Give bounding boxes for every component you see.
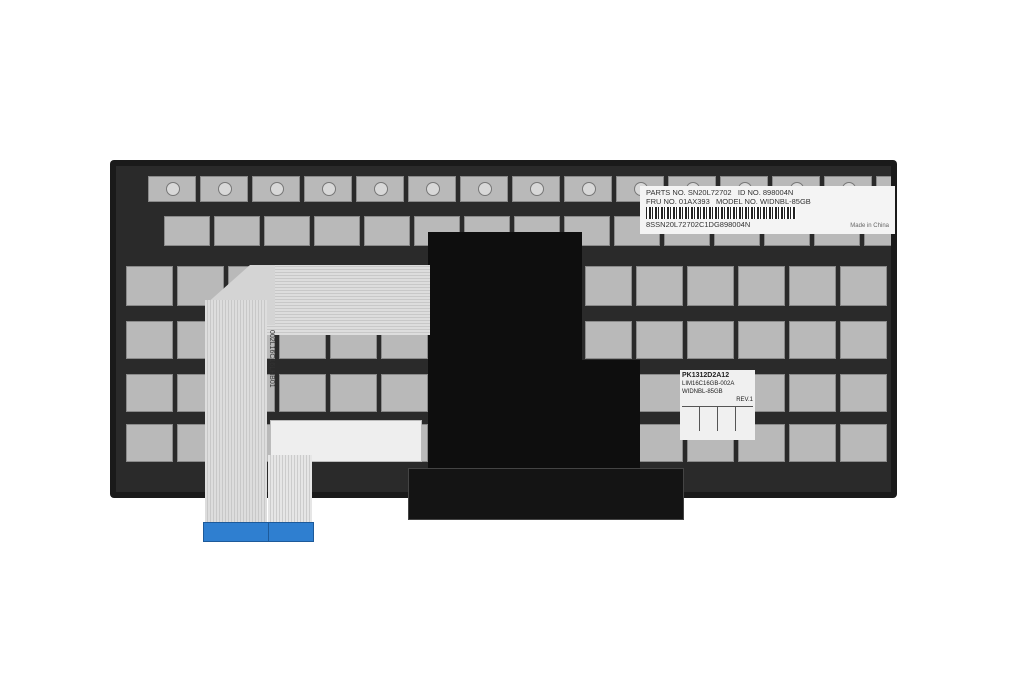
key-pad bbox=[381, 374, 428, 412]
key-dome bbox=[374, 182, 388, 196]
board-line1: LIM16C16GB-002A bbox=[682, 381, 735, 387]
key-pad bbox=[314, 216, 360, 246]
key-dome bbox=[530, 182, 544, 196]
key-pad bbox=[126, 424, 173, 462]
key-pad bbox=[330, 374, 377, 412]
key-dome bbox=[218, 182, 232, 196]
key-pad bbox=[252, 176, 300, 202]
key-dome bbox=[322, 182, 336, 196]
pk-number: PK1312D2A12 bbox=[682, 372, 730, 379]
key-pad bbox=[585, 266, 632, 306]
key-dome bbox=[166, 182, 180, 196]
key-pad bbox=[126, 266, 173, 306]
key-pad bbox=[364, 216, 410, 246]
key-pad bbox=[636, 321, 683, 359]
board-line2: WIDNBL-85GB bbox=[682, 389, 723, 395]
serial: 8SSN20L72702C1DG898004N bbox=[646, 220, 751, 229]
key-pad bbox=[840, 321, 887, 359]
key-pad bbox=[840, 374, 887, 412]
key-pad bbox=[126, 374, 173, 412]
key-pad bbox=[264, 216, 310, 246]
key-pad bbox=[636, 266, 683, 306]
barcode bbox=[646, 207, 796, 219]
secondary-flex-cable bbox=[270, 420, 422, 462]
key-pad bbox=[636, 374, 683, 412]
key-pad bbox=[126, 321, 173, 359]
fru-no: FRU NO. 01AX393 bbox=[646, 197, 710, 206]
origin: Made in China bbox=[850, 223, 889, 229]
key-pad bbox=[148, 176, 196, 202]
key-pad bbox=[585, 321, 632, 359]
connector-tab-1 bbox=[203, 522, 269, 542]
revision: REV.1 bbox=[736, 397, 753, 403]
connector-tab-2 bbox=[268, 522, 314, 542]
key-pad bbox=[789, 374, 836, 412]
key-pad bbox=[164, 216, 210, 246]
key-dome bbox=[478, 182, 492, 196]
model-no: MODEL NO. WIDNBL-85GB bbox=[716, 197, 811, 206]
key-pad bbox=[408, 176, 456, 202]
cable-marking: 002L16C16LHB01 bbox=[268, 330, 275, 388]
inspection-grid bbox=[682, 406, 753, 431]
key-dome bbox=[426, 182, 440, 196]
bottom-plate bbox=[408, 468, 684, 520]
key-pad bbox=[636, 424, 683, 462]
key-pad bbox=[789, 321, 836, 359]
key-pad bbox=[789, 266, 836, 306]
key-pad bbox=[279, 374, 326, 412]
key-pad bbox=[738, 266, 785, 306]
secondary-cable-tail bbox=[268, 455, 312, 525]
key-pad bbox=[214, 216, 260, 246]
trackpoint-bracket bbox=[428, 232, 582, 472]
board-label: PK1312D2A12 LIM16C16GB-002A WIDNBL-85GB … bbox=[680, 370, 755, 440]
key-pad bbox=[789, 424, 836, 462]
key-pad bbox=[738, 321, 785, 359]
ribbon-cable bbox=[250, 265, 430, 335]
key-pad bbox=[840, 266, 887, 306]
key-pad bbox=[840, 424, 887, 462]
bracket-extension bbox=[582, 360, 640, 470]
key-pad bbox=[687, 266, 734, 306]
key-pad bbox=[687, 321, 734, 359]
parts-no: PARTS NO. SN20L72702 bbox=[646, 188, 732, 197]
key-dome bbox=[270, 182, 284, 196]
product-label: PARTS NO. SN20L72702 ID NO. 898004N FRU … bbox=[640, 186, 895, 234]
ribbon-cable-tail bbox=[205, 300, 267, 525]
key-dome bbox=[582, 182, 596, 196]
id-no: ID NO. 898004N bbox=[737, 188, 794, 197]
